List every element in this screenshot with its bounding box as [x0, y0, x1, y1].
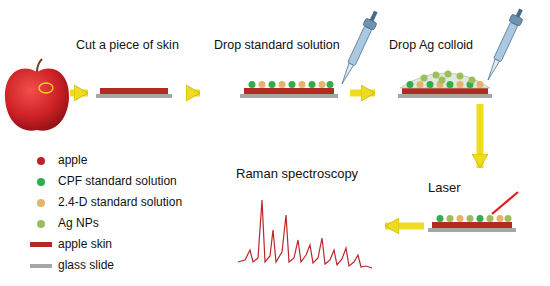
cpf-drop [447, 81, 454, 88]
step-label: Drop Ag colloid [389, 38, 473, 53]
pipette-plunger [370, 11, 378, 22]
ag-particle [467, 215, 474, 222]
apple-skin [244, 88, 334, 94]
d24-drop [457, 81, 464, 88]
pipette-plunger [516, 8, 523, 17]
legend-label: apple [58, 153, 87, 167]
cut-spot [39, 83, 53, 93]
colloid-particles [407, 71, 484, 89]
ag-particle [439, 77, 446, 84]
cpf-drop [477, 215, 484, 222]
process-step: Drop Ag colloid [385, 36, 497, 104]
ag-particle [505, 215, 512, 222]
legend-swatch [37, 157, 45, 165]
glass-slide [96, 94, 172, 98]
ag-particle [457, 73, 464, 80]
process-step: Cut a piece of skin [72, 36, 190, 104]
ag-particle [421, 75, 428, 82]
legend-row: Ag NPs [28, 213, 182, 234]
laser-beam [492, 192, 518, 214]
pipette-tip [340, 63, 354, 85]
step-arrow [190, 90, 200, 97]
d24-drop [259, 81, 266, 88]
legend-label: apple skin [58, 237, 112, 251]
legend-swatch [37, 199, 45, 207]
legend-swatch [37, 178, 45, 186]
glass-slide [428, 228, 516, 232]
legend-row: apple [28, 150, 182, 171]
cpf-drop [309, 81, 316, 88]
ag-particle [447, 215, 454, 222]
apple-body [5, 68, 69, 130]
cpf-drop [249, 81, 256, 88]
legend-label: CPF standard solution [58, 174, 177, 188]
pipette [337, 9, 382, 87]
cpf-drop [427, 81, 434, 88]
process-step: Raman spectroscopy [232, 164, 375, 278]
pipette-tip [486, 59, 500, 81]
legend-label: glass slide [58, 258, 114, 272]
legend-label: 2.4-D standard solution [58, 195, 182, 209]
cpf-drop [327, 81, 334, 88]
pipette-grip [363, 18, 377, 30]
cpf-drop [407, 81, 414, 88]
process-step: Laser [424, 178, 520, 236]
apple-skin [402, 88, 488, 94]
d24-drop [299, 81, 306, 88]
step-label: Drop standard solution [214, 38, 340, 53]
d24-drop [417, 81, 424, 88]
cpf-drop [289, 81, 296, 88]
ag-particle [469, 77, 476, 84]
step-arrow [477, 104, 484, 168]
legend-swatch [30, 242, 52, 247]
apple-picture [5, 59, 69, 131]
d24-drop [279, 81, 286, 88]
solution-drops [249, 81, 334, 88]
glass-slide [240, 94, 338, 98]
ag-particle [445, 71, 452, 78]
process-step: Drop standard solution [210, 36, 350, 104]
step-label: Laser [428, 180, 461, 196]
step-label: Raman spectroscopy [236, 166, 358, 182]
pipette-body [348, 26, 372, 66]
ag-particle [487, 215, 494, 222]
pipette [483, 7, 527, 83]
legend-row: 2.4-D standard solution [28, 192, 182, 213]
sample-particles [437, 215, 512, 222]
apple-skin [432, 222, 512, 228]
apple-stem [37, 59, 42, 72]
legend-row: CPF standard solution [28, 171, 182, 192]
apple-skin [100, 88, 168, 94]
legend-swatch [37, 220, 45, 228]
raman-spectrum [238, 200, 372, 268]
legend-swatch [30, 264, 52, 268]
legend-label: Ag NPs [58, 216, 99, 230]
pipette-body [494, 22, 518, 62]
legend-row: glass slide [28, 255, 182, 276]
cpf-drop [437, 215, 444, 222]
step-arrow [70, 90, 88, 97]
cpf-drop [269, 81, 276, 88]
legend: appleCPF standard solution 2.4-D standard… [28, 150, 182, 276]
step-label: Cut a piece of skin [76, 38, 179, 53]
step-arrow [350, 90, 375, 97]
d24-drop [457, 215, 464, 222]
d24-drop [497, 215, 504, 222]
ag-particle [433, 72, 440, 79]
d24-drop [319, 81, 326, 88]
step-arrow [385, 223, 424, 230]
pipette-grip [509, 14, 523, 26]
glass-slide [398, 94, 492, 98]
legend-row: apple skin [28, 234, 182, 255]
d24-drop [477, 81, 484, 88]
